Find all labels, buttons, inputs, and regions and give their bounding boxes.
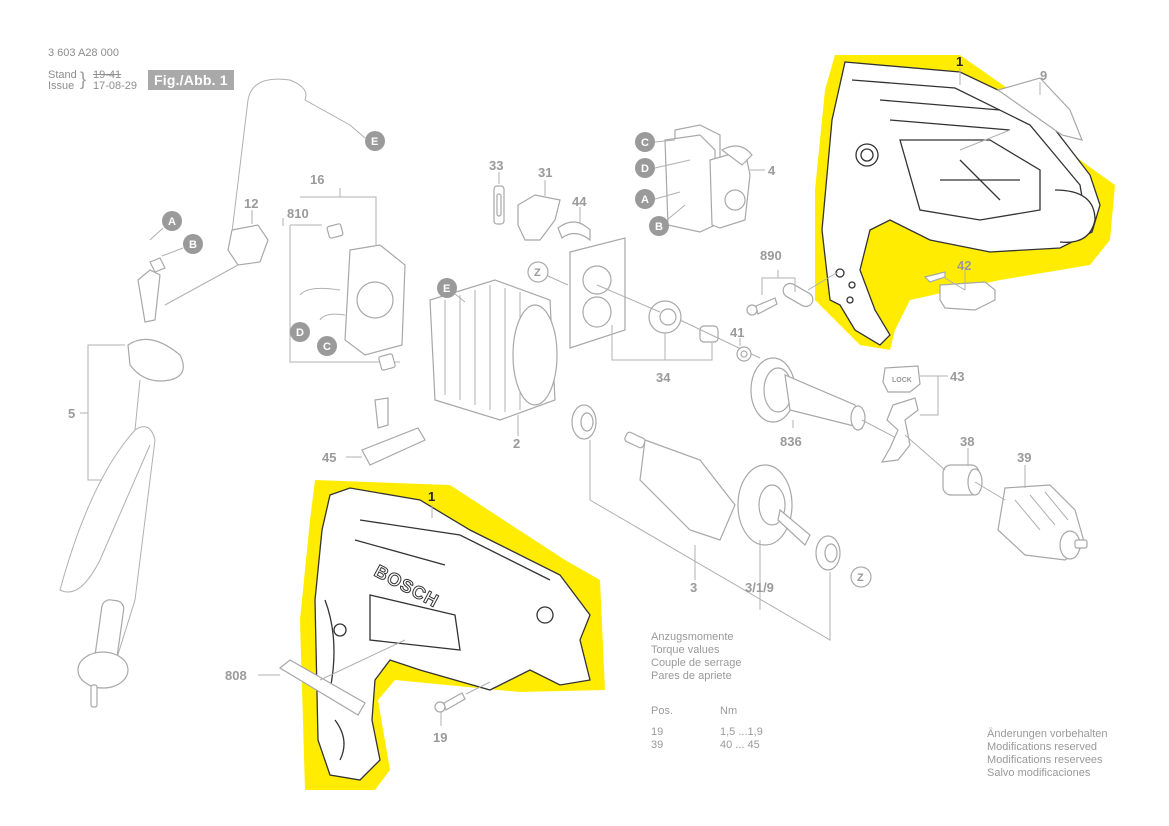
svg-text:B: B bbox=[655, 221, 663, 233]
figure-badge: Fig./Abb. 1 bbox=[148, 70, 234, 90]
sleeve-part-38 bbox=[942, 464, 983, 496]
slider-part-42 bbox=[923, 271, 996, 311]
label-836: 836 bbox=[780, 434, 802, 449]
stand-label: Stand bbox=[48, 69, 77, 81]
brush-holder-part-16 bbox=[299, 223, 406, 371]
torque-header-nm: Nm bbox=[720, 705, 738, 717]
housing-half-part-1 bbox=[821, 61, 1101, 346]
label-890: 890 bbox=[760, 248, 782, 263]
torque-title-de: Anzugsmomente bbox=[651, 631, 734, 643]
svg-text:E: E bbox=[371, 136, 378, 148]
label-38: 38 bbox=[960, 434, 974, 449]
label-39: 39 bbox=[1017, 450, 1031, 465]
screw-clip-part-890 bbox=[746, 282, 814, 316]
label-33: 33 bbox=[489, 158, 503, 173]
label-strip-part-808 bbox=[278, 659, 366, 716]
label-19: 19 bbox=[433, 730, 447, 745]
torque-row-nm: 40 ... 45 bbox=[720, 739, 760, 751]
housing-closed-part-1 bbox=[314, 487, 591, 781]
connector-z-plate: Z bbox=[527, 261, 549, 283]
label-31: 31 bbox=[538, 165, 552, 180]
brace-icon: } bbox=[80, 69, 87, 89]
label-45: 45 bbox=[322, 450, 336, 465]
stator-part-2 bbox=[429, 279, 558, 421]
torque-title-es: Pares de apriete bbox=[651, 670, 732, 682]
connector-a-cord: A bbox=[162, 211, 182, 231]
svg-text:B: B bbox=[189, 239, 197, 251]
label-12: 12 bbox=[244, 196, 258, 211]
connector-c-switch: C bbox=[635, 132, 655, 152]
svg-text:Z: Z bbox=[857, 572, 864, 584]
label-3: 3 bbox=[690, 580, 697, 595]
bearing-left bbox=[571, 404, 597, 440]
label-9: 9 bbox=[1040, 68, 1047, 83]
torque-row-nm: 1,5 ...1,9 bbox=[720, 726, 763, 738]
label-5: 5 bbox=[68, 406, 75, 421]
issue-value: 17-08-29 bbox=[93, 80, 138, 92]
button-part-31 bbox=[517, 194, 561, 241]
connector-d-brush: D bbox=[290, 322, 310, 342]
armature-part-3 bbox=[624, 431, 811, 546]
connector-c-brush: C bbox=[317, 336, 337, 356]
svg-text:C: C bbox=[641, 137, 649, 149]
chuck-part-39 bbox=[997, 484, 1088, 561]
stand-value: 19-41 bbox=[93, 69, 122, 81]
label-41: 41 bbox=[730, 325, 744, 340]
svg-text:A: A bbox=[168, 216, 176, 228]
label-810: 810 bbox=[287, 206, 309, 221]
cable-lead bbox=[231, 78, 366, 233]
svg-text:D: D bbox=[296, 327, 304, 339]
svg-text:C: C bbox=[323, 341, 331, 353]
label-1-top: 1 bbox=[956, 54, 963, 69]
bracket-16 bbox=[300, 188, 377, 245]
lock-part-43: LOCK bbox=[880, 365, 921, 463]
svg-text:D: D bbox=[641, 163, 649, 175]
connector-a-switch: A bbox=[635, 189, 655, 209]
disclaimer-fr: Modifications reservees bbox=[987, 754, 1103, 766]
label-2: 2 bbox=[513, 436, 520, 451]
torque-title-fr: Couple de serrage bbox=[651, 657, 742, 669]
issue-label: Issue bbox=[48, 80, 75, 92]
svg-text:E: E bbox=[443, 283, 450, 295]
connector-e-stator: E bbox=[437, 278, 457, 298]
label-34: 34 bbox=[656, 370, 671, 385]
torque-row-pos: 19 bbox=[651, 726, 664, 738]
connector-d-switch: D bbox=[635, 158, 655, 178]
label-808: 808 bbox=[225, 668, 247, 683]
connector-z-armature: Z bbox=[850, 566, 872, 588]
torque-title-en: Torque values bbox=[651, 644, 720, 656]
switch-part-4 bbox=[664, 124, 753, 233]
gear-shaft-part-836 bbox=[750, 357, 866, 431]
screw-part-19 bbox=[434, 692, 466, 713]
svg-text:A: A bbox=[641, 194, 649, 206]
torque-row-pos: 39 bbox=[651, 739, 664, 751]
disclaimer-es: Salvo modificaciones bbox=[987, 767, 1091, 779]
gear-part-34 bbox=[648, 300, 682, 334]
label-16: 16 bbox=[310, 172, 324, 187]
svg-text:Z: Z bbox=[534, 267, 541, 279]
label-3-1-9: 3/1/9 bbox=[745, 580, 774, 595]
label-4: 4 bbox=[768, 163, 776, 178]
label-42: 42 bbox=[957, 258, 971, 273]
label-43: 43 bbox=[950, 369, 964, 384]
connector-e-cable: E bbox=[365, 131, 385, 151]
label-1-bottom: 1 bbox=[428, 489, 435, 504]
lock-logo: LOCK bbox=[892, 377, 912, 384]
disclaimer-en: Modifications reserved bbox=[987, 741, 1098, 753]
spring-part-44 bbox=[557, 221, 591, 242]
capacitor-part-12 bbox=[227, 224, 269, 266]
label-44: 44 bbox=[572, 194, 587, 209]
connector-b-cord: B bbox=[183, 234, 203, 254]
torque-header-pos: Pos. bbox=[651, 705, 674, 717]
torque-title-block: Anzugsmomente Torque values Couple de se… bbox=[651, 631, 742, 683]
bracket-810 bbox=[282, 218, 400, 363]
switch-bar-part-45 bbox=[361, 397, 426, 466]
disclaimer-block: Änderungen vorbehalten Modifications res… bbox=[987, 728, 1107, 780]
power-cord-part-5 bbox=[59, 257, 184, 708]
label-strip-part-9 bbox=[996, 77, 1083, 141]
disclaimer-de: Änderungen vorbehalten bbox=[987, 728, 1108, 740]
part-number: 3 603 A28 000 bbox=[48, 47, 119, 59]
connector-b-switch: B bbox=[649, 216, 669, 236]
bearing-right bbox=[815, 535, 841, 571]
